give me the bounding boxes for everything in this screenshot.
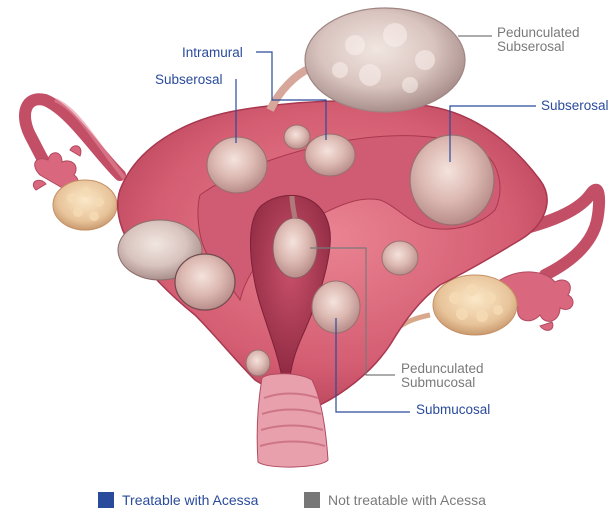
cervical-fibroid (246, 350, 270, 376)
legend-treatable: Treatable with Acessa (98, 491, 258, 509)
label-intramural: Intramural (182, 46, 243, 60)
pedunculated-subserosal-fibroid (305, 8, 465, 112)
legend-not-treatable-label: Not treatable with Acessa (328, 492, 486, 508)
label-pedunculated-submucosal-line2: Submucosal (401, 376, 484, 390)
label-submucosal: Submucosal (416, 403, 490, 417)
intramural-fibroid-mid (382, 241, 418, 275)
legend-not-treatable: Not treatable with Acessa (304, 491, 486, 509)
legend-treatable-swatch (98, 492, 114, 508)
subserosal-fibroid-right (410, 135, 494, 225)
label-pedunculated-submucosal-line1: Pedunculated (401, 362, 484, 376)
legend-not-treatable-swatch (304, 492, 320, 508)
intramural-fibroid-small (284, 125, 310, 149)
label-subserosal-right: Subserosal (541, 99, 609, 113)
legend-treatable-label: Treatable with Acessa (122, 492, 258, 508)
subserosal-fibroid-left (207, 137, 267, 193)
label-subserosal-left: Subserosal (155, 73, 223, 87)
intramural-fibroid (305, 134, 355, 176)
subserosal-fibroid-external-lower (175, 254, 235, 310)
label-pedunculated-submucosal: Pedunculated Submucosal (401, 362, 484, 390)
label-pedunculated-subserosal-line2: Subserosal (497, 40, 580, 54)
right-ovary (433, 275, 517, 335)
label-pedunculated-subserosal: Pedunculated Subserosal (497, 26, 580, 54)
label-pedunculated-subserosal-line1: Pedunculated (497, 26, 580, 40)
